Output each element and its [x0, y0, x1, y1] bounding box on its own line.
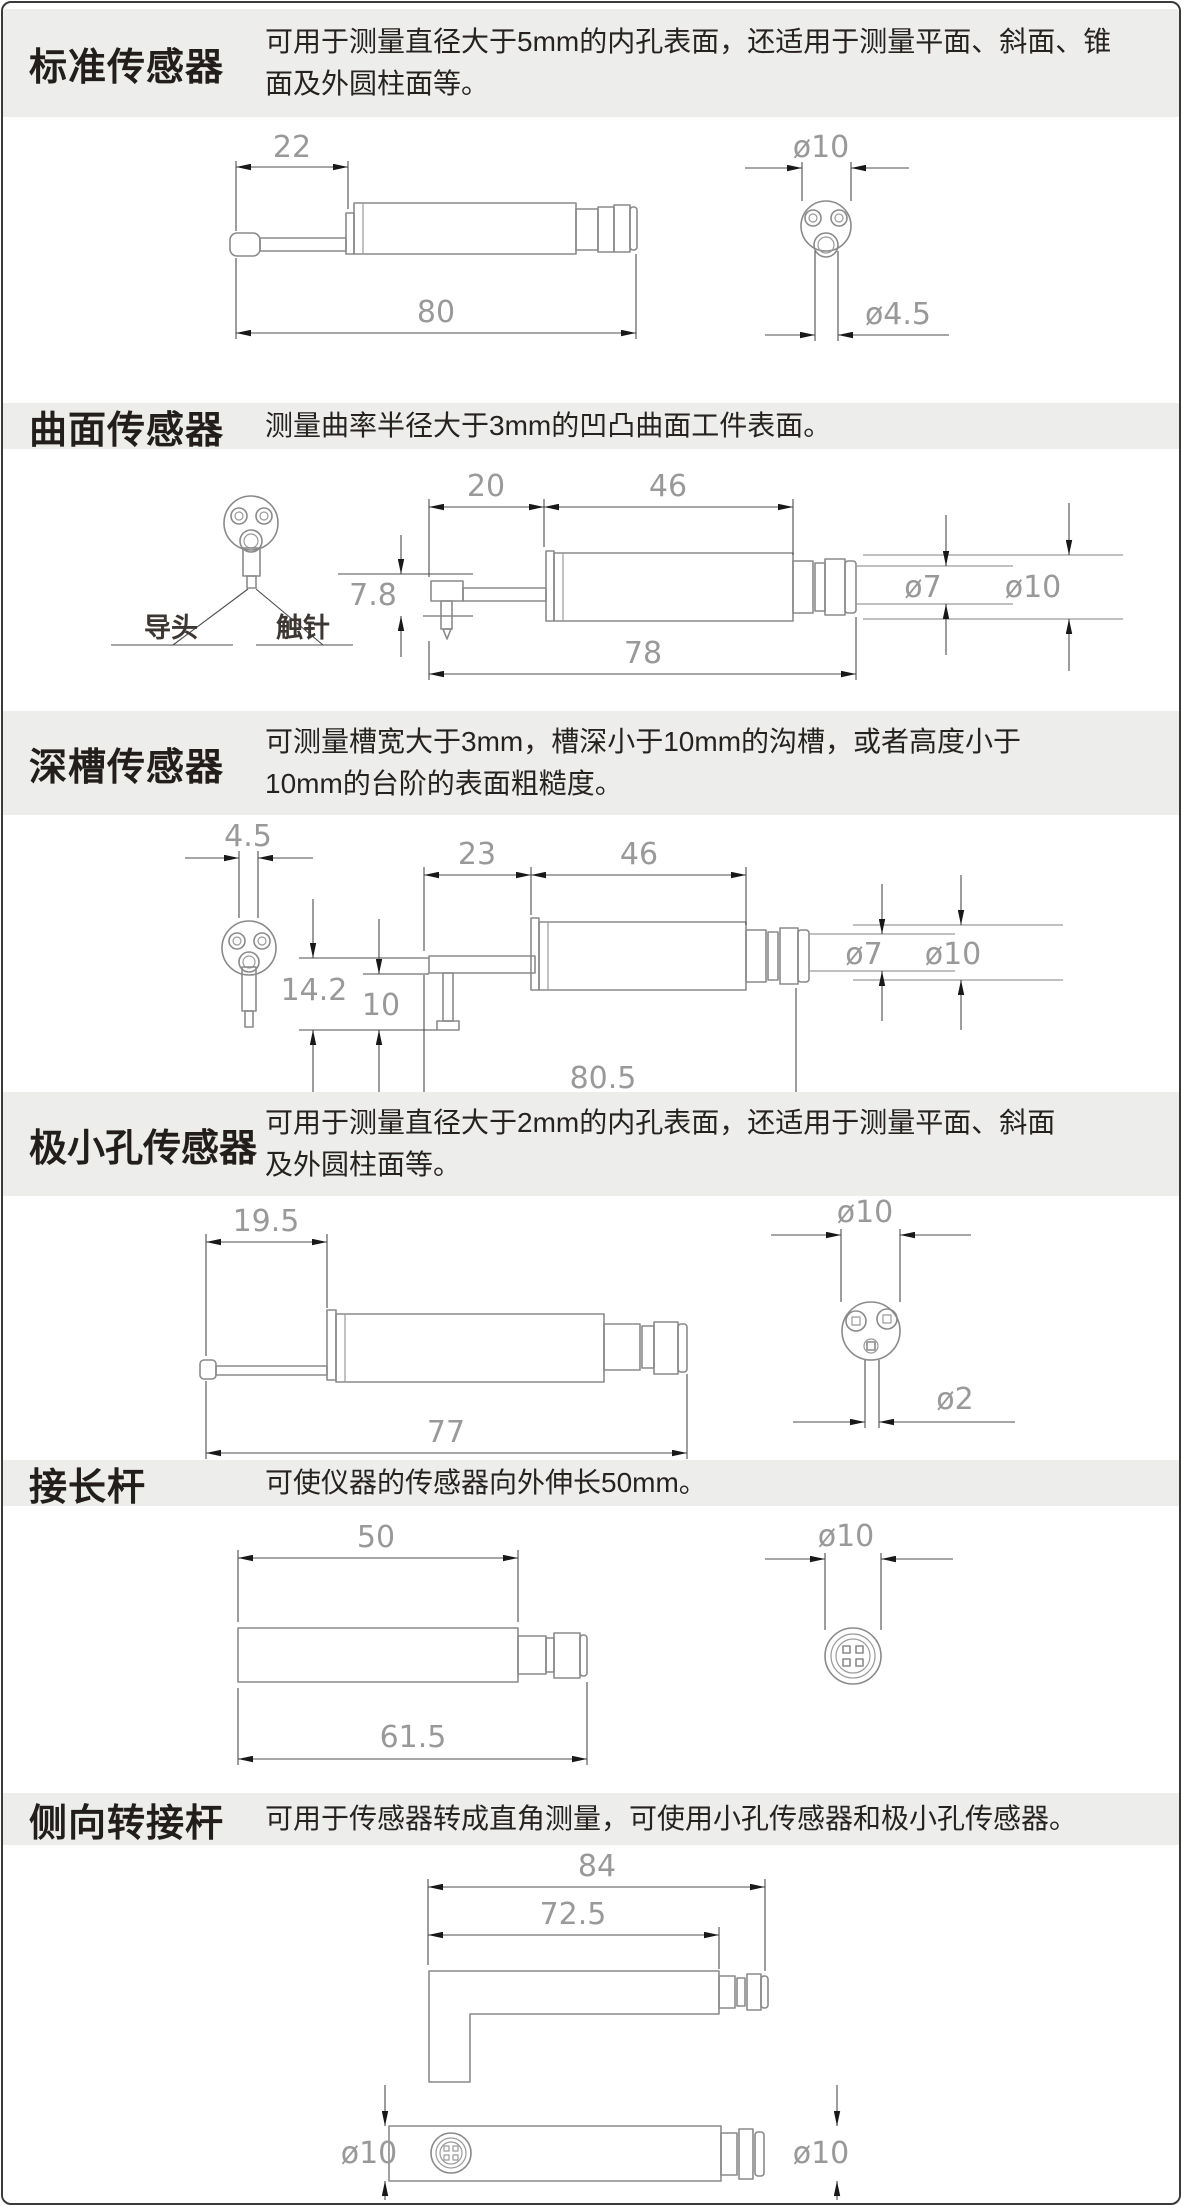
section-deep-groove-sensor: 深槽传感器 可测量槽宽大于3mm，槽深小于10mm的沟槽，或者高度小于 10mm…: [3, 711, 1179, 1092]
stylus-label: 触针: [276, 613, 330, 643]
dim-14-2-and-10: 14.2 10: [281, 899, 451, 1092]
section-header: 深槽传感器 可测量槽宽大于3mm，槽深小于10mm的沟槽，或者高度小于 10mm…: [3, 711, 1179, 815]
dim-label: ø2: [936, 1382, 973, 1417]
micro-hole-drawing: 19.5 77: [3, 1196, 1179, 1460]
dim-label: ø10: [925, 937, 982, 972]
dim-label: ø10: [1005, 570, 1062, 605]
groove-end-view: [221, 920, 277, 1028]
dim-label: 61.5: [380, 1720, 447, 1755]
standard-sensor-drawing: 22 80: [3, 117, 1179, 403]
dim-label: 19.5: [233, 1204, 300, 1239]
rod-side-view: [237, 1627, 588, 1683]
groove-side-view: [428, 917, 1063, 1031]
standard-side-view: [229, 202, 638, 257]
dim-dia10: ø10: [771, 1196, 971, 1302]
dim-label: 23: [458, 837, 496, 872]
dim-label: ø10: [818, 1519, 875, 1554]
section-description: 可用于传感器转成直角测量，可使用小孔传感器和极小孔传感器。: [265, 1803, 1078, 1834]
dim-dia7-dia10: ø7 ø10: [904, 503, 1073, 671]
section-title: 标准传感器: [29, 46, 225, 89]
rod-end-view: [824, 1553, 882, 1685]
section-header: 侧向转接杆 可用于传感器转成直角测量，可使用小孔传感器和极小孔传感器。: [3, 1793, 1179, 1845]
dim-84: 84: [427, 1849, 766, 1971]
dim-label: ø10: [837, 1196, 894, 1230]
dim-label: 20: [467, 469, 505, 504]
guide-head-label: 导头: [144, 613, 198, 643]
section-description: 可用于测量直径大于2mm的内孔表面，还适用于测量平面、斜面 及外圆柱面等。: [265, 1107, 1056, 1180]
section-micro-hole-sensor: 极小孔传感器 可用于测量直径大于2mm的内孔表面，还适用于测量平面、斜面 及外圆…: [3, 1092, 1179, 1460]
dim-label: 50: [357, 1520, 395, 1555]
dim-dia10-left: ø10: [341, 2085, 398, 2200]
section-side-adapter: 侧向转接杆 可用于传感器转成直角测量，可使用小孔传感器和极小孔传感器。 84: [3, 1793, 1179, 2200]
dim-label: ø4.5: [865, 297, 931, 332]
dim-label: ø7: [904, 570, 941, 605]
section-title: 深槽传感器: [29, 746, 225, 789]
section-description: 可测量槽宽大于3mm，槽深小于10mm的沟槽，或者高度小于 10mm的台阶的表面…: [265, 726, 1022, 799]
section-description: 测量曲率半径大于3mm的凹凸曲面工件表面。: [265, 410, 832, 441]
leader-labels: 导头 触针: [111, 588, 353, 646]
section-title: 侧向转接杆: [29, 1802, 225, 1845]
dim-72-5: 72.5: [428, 1897, 720, 1969]
curved-sensor-drawing: 导头 触针 7.8: [3, 449, 1179, 711]
dim-label: 80: [417, 295, 455, 330]
section-header: 标准传感器 可用于测量直径大于5mm的内孔表面，还适用于测量平面、斜面、锥 面及…: [3, 9, 1179, 117]
dim-label: 4.5: [224, 819, 272, 854]
dim-label: ø10: [341, 2136, 398, 2171]
dim-78: 78: [428, 617, 857, 680]
dim-dia10: ø10: [765, 1519, 953, 1563]
dim-7-8: 7.8: [338, 535, 473, 657]
dim-77: 77: [205, 1374, 688, 1459]
section-standard-sensor: 标准传感器 可用于测量直径大于5mm的内孔表面，还适用于测量平面、斜面、锥 面及…: [3, 9, 1179, 403]
dim-4-5: 4.5: [185, 819, 313, 918]
dim-label: ø10: [793, 2136, 850, 2171]
dim-label: ø10: [793, 130, 850, 165]
dim-dia10-right: ø10: [793, 2085, 850, 2200]
dim-dia4-5: ø4.5: [765, 297, 949, 339]
adapter-side-view: [428, 1970, 769, 2083]
curved-end-view: [223, 495, 279, 589]
dim-dia7-dia10: ø7 ø10: [845, 875, 981, 1030]
micro-end-view: [841, 1301, 901, 1428]
dim-61-5: 61.5: [237, 1682, 588, 1765]
adapter-top-view: [388, 2125, 765, 2182]
section-description: 可用于测量直径大于5mm的内孔表面，还适用于测量平面、斜面、锥 面及外圆柱面等。: [265, 26, 1112, 99]
dim-label: 78: [624, 636, 662, 671]
dim-label: 72.5: [540, 1897, 607, 1932]
section-title: 曲面传感器: [29, 409, 225, 452]
dim-label: 22: [273, 130, 311, 165]
dim-80: 80: [235, 254, 637, 339]
dim-dia2: ø2: [793, 1382, 1015, 1426]
section-header: 曲面传感器 测量曲率半径大于3mm的凹凸曲面工件表面。: [3, 403, 1179, 452]
dim-22: 22: [235, 130, 349, 231]
side-adapter-drawing: 84 72.5: [3, 1845, 1179, 2200]
dim-50: 50: [237, 1520, 519, 1622]
dim-label: ø7: [845, 937, 882, 972]
deep-groove-drawing: 4.5 14.2: [3, 815, 1179, 1092]
section-title: 接长杆: [29, 1466, 147, 1509]
dim-20-46: 20 46: [428, 469, 794, 577]
dim-label: 46: [620, 837, 658, 872]
dim-label: 46: [649, 469, 687, 504]
section-curved-sensor: 曲面传感器 测量曲率半径大于3mm的凹凸曲面工件表面。 导头: [3, 403, 1179, 711]
dim-19-5: 19.5: [205, 1204, 328, 1356]
standard-end-view: [800, 200, 852, 341]
dim-label: 14.2: [281, 973, 348, 1008]
dim-80-5: 80.5: [423, 975, 797, 1092]
dim-label: 77: [427, 1415, 465, 1450]
section-header: 极小孔传感器 可用于测量直径大于2mm的内孔表面，还适用于测量平面、斜面 及外圆…: [3, 1092, 1179, 1196]
section-header: 接长杆 可使仪器的传感器向外伸长50mm。: [3, 1460, 1179, 1509]
dim-dia10: ø10: [745, 130, 909, 201]
dim-label: 7.8: [349, 578, 397, 613]
dim-label: 80.5: [570, 1061, 637, 1092]
micro-side-view: [199, 1309, 688, 1383]
dim-23-46: 23 46: [423, 837, 747, 951]
curved-side-view: [430, 550, 1123, 640]
section-extension-rod: 接长杆 可使仪器的传感器向外伸长50mm。 50: [3, 1460, 1179, 1793]
section-description: 可使仪器的传感器向外伸长50mm。: [265, 1467, 707, 1498]
dim-label: 10: [362, 988, 400, 1023]
section-title: 极小孔传感器: [29, 1127, 258, 1170]
dim-label: 84: [578, 1849, 616, 1884]
extension-rod-drawing: 50 61.5: [3, 1506, 1179, 1793]
